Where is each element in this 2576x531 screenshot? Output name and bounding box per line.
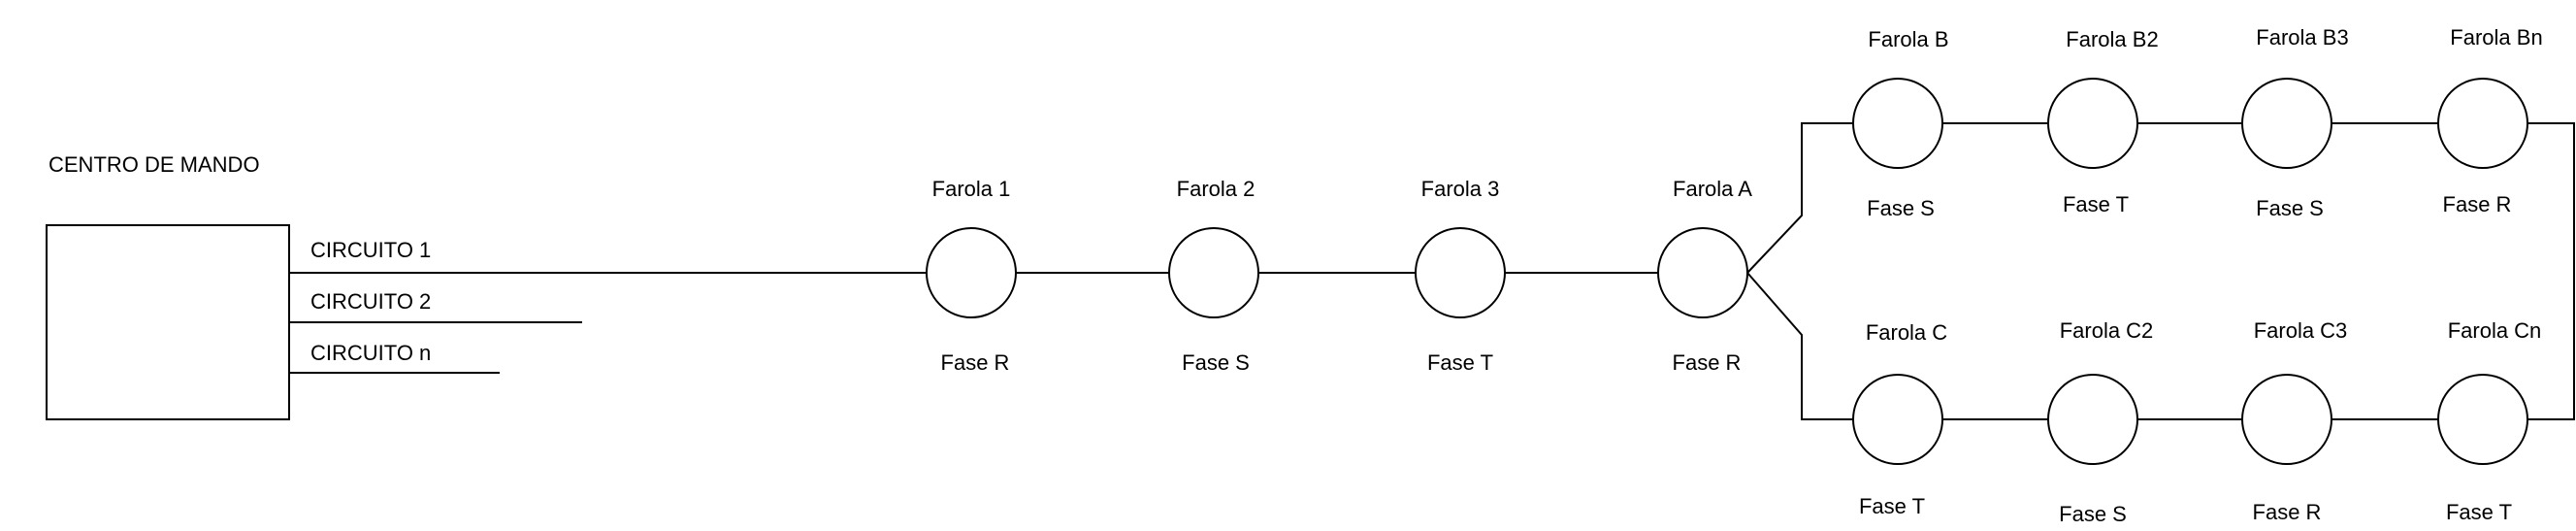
circuit-label-2: CIRCUITO 2: [310, 289, 431, 314]
lamp-name-farola-c3: Farola C3: [2254, 318, 2348, 343]
lamp-phase-farola-a: Fase R: [1673, 350, 1742, 375]
lamp-phase-farola-3: Fase T: [1427, 350, 1493, 375]
lamp-phase-farola-1: Fase R: [941, 350, 1010, 375]
lamp-phase-farola-c3: Fase R: [2253, 500, 2322, 524]
lamp-name-farola-3: Farola 3: [1421, 177, 1500, 201]
lamp-farola-3: [1415, 227, 1506, 318]
control-center-title: CENTRO DE MANDO: [49, 152, 260, 177]
lamp-phase-farola-b: Fase S: [1867, 196, 1935, 220]
lamp-farola-b2: [2047, 78, 2138, 169]
lamp-name-farola-b: Farola B: [1868, 27, 1948, 51]
lamp-name-farola-b2: Farola B2: [2066, 27, 2158, 51]
lamp-phase-farola-cn: Fase T: [2446, 500, 2512, 524]
lamp-farola-c2: [2047, 374, 2138, 465]
lamp-farola-c: [1852, 374, 1943, 465]
lamp-farola-b: [1852, 78, 1943, 169]
lamp-name-farola-c: Farola C: [1866, 320, 1947, 345]
lamp-farola-2: [1168, 227, 1259, 318]
lamp-farola-c3: [2241, 374, 2332, 465]
lamp-farola-cn: [2437, 374, 2528, 465]
branch-b-connector: [1746, 122, 1853, 274]
control-center-box: [46, 224, 290, 420]
lamp-name-farola-1: Farola 1: [932, 177, 1011, 201]
lamp-phase-farola-b3: Fase S: [2256, 196, 2324, 220]
lamp-farola-1: [926, 227, 1017, 318]
lamp-name-farola-c2: Farola C2: [2060, 318, 2154, 343]
lamp-phase-farola-c: Fase T: [1859, 494, 1925, 518]
lamp-phase-farola-2: Fase S: [1182, 350, 1250, 375]
lamp-name-farola-cn: Farola Cn: [2448, 318, 2542, 343]
lamp-name-farola-bn: Farola Bn: [2450, 25, 2542, 50]
lamp-name-farola-b3: Farola B3: [2256, 25, 2348, 50]
lamp-phase-farola-c2: Fase S: [2059, 502, 2127, 526]
lamp-phase-farola-b2: Fase T: [2063, 192, 2129, 216]
branch-c-connector: [1746, 272, 1853, 420]
lamp-farola-bn: [2437, 78, 2528, 169]
circuit-label-1: CIRCUITO 1: [310, 238, 431, 262]
lamp-phase-farola-bn: Fase R: [2443, 192, 2512, 216]
loop-closure-line: [2527, 122, 2575, 420]
lamp-name-farola-a: Farola A: [1673, 177, 1752, 201]
lamp-farola-b3: [2241, 78, 2332, 169]
circuit-label-n: CIRCUITO n: [310, 341, 431, 365]
lamp-farola-a: [1657, 227, 1748, 318]
lamp-name-farola-2: Farola 2: [1177, 177, 1255, 201]
